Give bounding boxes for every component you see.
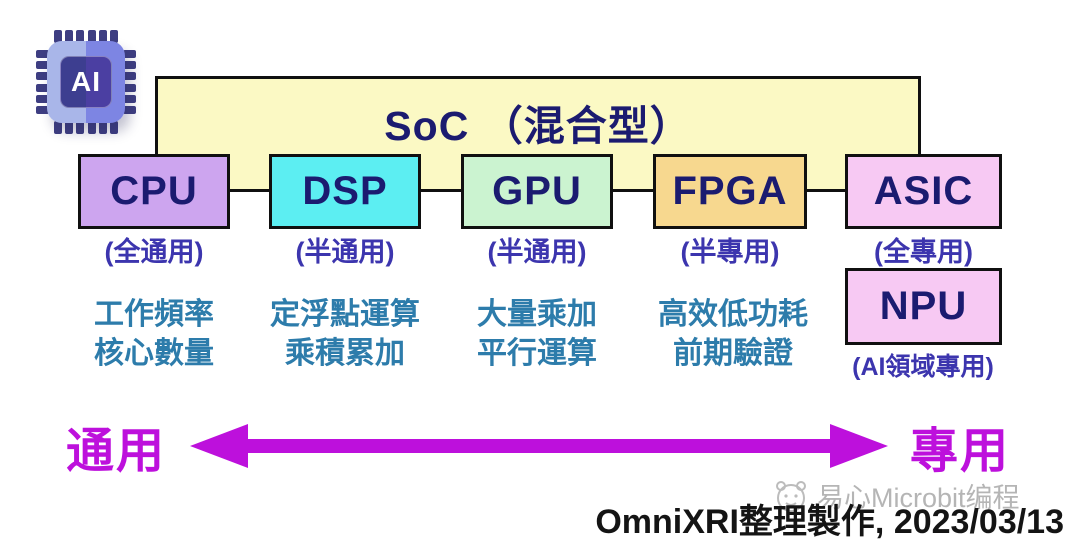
gpu-generality-tag: (半通用) <box>487 237 587 267</box>
fpga-box: FPGA <box>653 154 807 229</box>
chip-pins-left <box>36 50 49 114</box>
asic-generality-tag: (全專用) <box>874 237 973 267</box>
gpu-feature-line2: 平行運算 <box>477 337 597 370</box>
arrow-head-right-icon <box>830 424 888 468</box>
asic-box: ASIC <box>845 154 1002 229</box>
gpu-features: 大量乘加 平行運算 <box>421 295 653 373</box>
dsp-features: 定浮點運算 乘積累加 <box>229 295 461 373</box>
cpu-label: CPU <box>110 169 198 213</box>
cpu-box: CPU <box>78 154 230 229</box>
spectrum-label-special: 專用 <box>910 425 1011 478</box>
chip-pins-bottom <box>54 121 118 134</box>
cpu-feature-line2: 核心數量 <box>94 337 214 370</box>
soc-title: SoC （混合型） <box>384 103 692 149</box>
double-arrow <box>190 424 888 468</box>
dsp-generality-tag: (半通用) <box>295 237 395 267</box>
dsp-box: DSP <box>269 154 421 229</box>
chip-pins-top <box>54 30 118 43</box>
dsp-feature-line1: 定浮點運算 <box>270 298 420 331</box>
spectrum-label-general: 通用 <box>66 425 167 478</box>
cpu-generality-tag: (全通用) <box>104 237 204 267</box>
gpu-box: GPU <box>461 154 613 229</box>
fpga-label: FPGA <box>672 169 788 213</box>
npu-generality-tag: (AI領域專用) <box>852 353 994 381</box>
cpu-features: 工作頻率 核心數量 <box>38 295 270 373</box>
chip-pins-right <box>123 50 136 114</box>
fpga-generality-tag: (半專用) <box>680 237 780 267</box>
dsp-feature-line2: 乘積累加 <box>285 337 405 370</box>
ai-logo-label: AI <box>60 56 112 108</box>
cpu-feature-line1: 工作頻率 <box>94 298 214 331</box>
arrow-shaft <box>236 439 842 453</box>
npu-label: NPU <box>879 284 968 328</box>
ai-chip-icon: AI <box>36 30 136 134</box>
gpu-feature-line1: 大量乘加 <box>477 298 597 331</box>
fpga-feature-line1: 高效低功耗 <box>658 298 808 331</box>
watermark-text: 易心Microbit编程 <box>817 483 1020 513</box>
gpu-label: GPU <box>492 169 582 213</box>
watermark: 易心Microbit编程 <box>770 476 1020 515</box>
credit-text: OmniXRI整理製作, 2023/03/13 <box>595 503 1064 541</box>
fpga-feature-line2: 前期驗證 <box>673 337 793 370</box>
asic-label: ASIC <box>873 169 974 213</box>
npu-box: NPU <box>845 268 1002 345</box>
chip-body: AI <box>47 41 125 123</box>
dsp-label: DSP <box>302 169 388 213</box>
mascot-icon <box>776 480 806 512</box>
fpga-features: 高效低功耗 前期驗證 <box>606 295 860 373</box>
